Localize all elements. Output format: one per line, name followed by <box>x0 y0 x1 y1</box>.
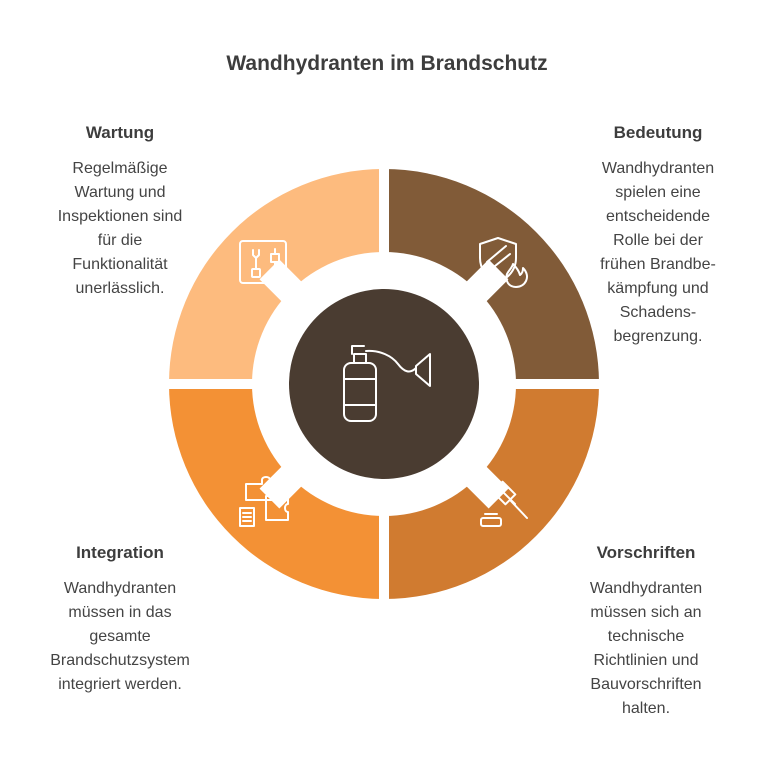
description-wartung: Regelmäßige Wartung und Inspektionen sin… <box>57 160 183 297</box>
gavel-icon <box>480 480 528 527</box>
heading-vorschriften: Vorschriften <box>596 543 696 562</box>
text-block-vorschriften: Vorschriften Wandhydranten müssen sich a… <box>546 543 746 721</box>
text-block-wartung: Wartung Regelmäßige Wartung und Inspekti… <box>20 123 220 301</box>
description-integration: Wandhydranten müssen in das gesamte Bran… <box>50 580 190 693</box>
diagram-title: Wandhydranten im Brandschutz <box>226 52 548 75</box>
heading-integration: Integration <box>76 543 164 562</box>
puzzle-icon <box>239 476 289 527</box>
text-block-integration: Integration Wandhydranten müssen in das … <box>20 543 220 697</box>
description-vorschriften: Wandhydranten müssen sich an technische … <box>589 580 703 717</box>
heading-bedeutung: Bedeutung <box>613 123 703 142</box>
center-circle <box>289 289 479 479</box>
fire-extinguisher-icon <box>343 345 431 422</box>
fire-shield-icon <box>479 237 528 288</box>
text-block-bedeutung: Bedeutung Wandhydranten spielen eine ent… <box>558 123 758 349</box>
heading-wartung: Wartung <box>85 123 155 142</box>
tools-icon <box>239 240 287 284</box>
description-bedeutung: Wandhydranten spielen eine entscheidende… <box>600 160 716 345</box>
